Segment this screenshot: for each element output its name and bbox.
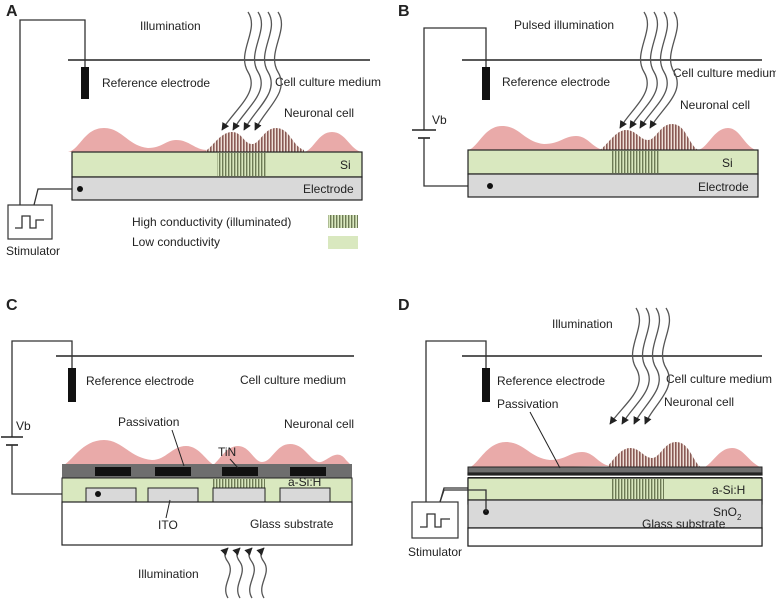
panel-d-reference-label: Reference electrode <box>497 374 605 388</box>
panel-b-light-rays <box>619 11 679 129</box>
panel-d-illumination-label: Illumination <box>552 317 613 331</box>
panel-d-stimulator-label: Stimulator <box>408 545 462 559</box>
panel-a-electrode-label: Electrode <box>303 182 354 196</box>
panel-b-wire-reference <box>423 27 487 130</box>
panel-d-sno2-base: SnO <box>713 505 737 519</box>
panel-d-neuronal-cell-label: Neuronal cell <box>664 395 734 409</box>
panel-a-illumination-label: Illumination <box>140 19 201 33</box>
panel-a-reference-electrode <box>81 67 89 99</box>
panel-d-asih-text: a-Si:H <box>712 483 745 497</box>
panel-c-medium-label: Cell culture medium <box>240 373 346 387</box>
panel-b-neuronal-cell-1 <box>468 126 604 150</box>
panel-d-neuronal-cell-1 <box>468 442 610 468</box>
panel-a-wire-reference <box>19 19 86 205</box>
panel-b-si-label: Si <box>722 156 733 170</box>
panel-a-light-rays <box>221 11 283 131</box>
panel-b-reference-label: Reference electrode <box>502 75 610 89</box>
panel-a-electrode-layer <box>71 176 363 201</box>
panel-a-neuronal-cell-label: Neuronal cell <box>284 106 354 120</box>
panel-c-passivation-label: Passivation <box>118 415 179 429</box>
panel-d-pulse-icon <box>420 513 450 528</box>
panel-c-passivation-leader <box>171 429 185 467</box>
panel-c-neuronal-cell-label: Neuronal cell <box>284 417 354 431</box>
panel-a-legend-low-label: Low conductivity <box>132 235 220 249</box>
panel-d-top-edge <box>467 472 763 476</box>
panel-d-sno2-sub: 2 <box>737 513 742 522</box>
panel-b-electrode-label: Electrode <box>698 180 749 194</box>
panel-d-light-rays <box>609 307 671 425</box>
panel-d-glass-label: Glass substrate <box>642 517 726 531</box>
panel-d-wire-sno2 <box>439 489 487 512</box>
panel-a-wire-electrode <box>33 188 80 206</box>
panel-d-sno2-layer <box>467 499 763 529</box>
panel-d-wire-reference <box>425 340 487 502</box>
panel-b-medium-label: Cell culture medium <box>673 66 776 80</box>
panel-d-passivation-label: Passivation <box>497 397 558 411</box>
panel-c-ito-label: ITO <box>158 518 178 532</box>
panel-a-si-illuminated-region <box>217 153 267 176</box>
panel-b-neuronal-cell-label: Neuronal cell <box>680 98 750 112</box>
panel-c-asih-label: a-Si:H <box>288 475 321 489</box>
panel-c-tin-electrode-2 <box>155 467 191 476</box>
panel-c-vb-label: Vb <box>16 419 31 433</box>
panel-c-illumination-label: Illumination <box>138 567 199 581</box>
panel-b-neuronal-cell-illuminated <box>600 124 698 150</box>
panel-a-letter: A <box>6 3 18 20</box>
panel-d-neuronal-cell-2 <box>702 448 762 468</box>
panel-c-tin-electrode-3 <box>222 467 258 476</box>
panel-a-legend-high-label: High conductivity (illuminated) <box>132 215 291 229</box>
panel-c-reference-label: Reference electrode <box>86 374 194 388</box>
panel-c-reference-electrode <box>68 368 76 402</box>
panel-d-medium-label: Cell culture medium <box>666 372 772 386</box>
panel-c-light-rays <box>220 547 267 599</box>
panel-a-neuronal-cell-1 <box>68 128 208 152</box>
panel-a-electrode-contact <box>77 186 83 192</box>
panel-a-legend-low-swatch <box>328 236 358 249</box>
panel-d-sno2-label: SnO2 <box>713 505 742 522</box>
panel-a-stimulator-label: Stimulator <box>6 244 60 258</box>
panel-c-tin-label: TiN <box>218 445 236 459</box>
panel-a-neuronal-cell-2 <box>304 132 362 152</box>
panel-a-si-label: Si <box>340 158 351 172</box>
panel-c-electrode-contact <box>95 491 101 497</box>
panel-d-neuronal-cell-illuminated <box>606 442 702 468</box>
panel-d-separator <box>468 477 762 478</box>
panel-c-tin-electrode-1 <box>95 467 131 476</box>
panel-c: C Vb Reference electrode Cell culture me… <box>1 297 354 599</box>
panel-c-glass-substrate <box>61 501 353 546</box>
panel-c-tin-leader <box>229 458 239 469</box>
panel-a-pulse-icon <box>15 215 44 229</box>
panel-c-letter: C <box>6 297 18 314</box>
panel-d-glass-outline <box>467 527 763 547</box>
panel-a-neuronal-cell-illuminated <box>204 128 304 152</box>
panel-b: B Pulsed illumination Vb Reference elect… <box>398 3 776 198</box>
panel-d-glass-fill <box>468 528 762 546</box>
panel-b-si-illuminated-region <box>612 151 660 173</box>
panel-c-tin-electrode-4 <box>290 467 326 476</box>
panel-c-wire-reference <box>11 340 73 437</box>
panel-d-reference-electrode <box>482 368 490 402</box>
panel-b-vb-label: Vb <box>432 113 447 127</box>
panel-d-letter: D <box>398 297 410 314</box>
panel-a-reference-label: Reference electrode <box>102 76 210 90</box>
panel-c-neuronal-cell-1 <box>62 440 216 466</box>
panel-b-neuronal-cell-2 <box>698 128 756 150</box>
panel-c-glass-label: Glass substrate <box>250 517 334 531</box>
panel-b-reference-electrode <box>482 67 490 100</box>
panel-b-letter: B <box>398 3 410 20</box>
panel-d-passivation-leader <box>529 411 561 469</box>
panel-d-asih-hatch <box>612 479 664 499</box>
panel-b-electrode-contact <box>487 183 493 189</box>
panel-c-neuronal-cell-2 <box>212 444 352 466</box>
panel-b-illumination-label: Pulsed illumination <box>514 18 614 32</box>
panel-a-legend-high-swatch <box>328 215 358 228</box>
panel-a-medium-label: Cell culture medium <box>275 75 381 89</box>
panel-a: A Illumination Reference electrode Cell … <box>6 3 381 258</box>
panel-b-electrode-layer <box>467 173 759 198</box>
panel-c-ito-leader <box>165 499 171 519</box>
